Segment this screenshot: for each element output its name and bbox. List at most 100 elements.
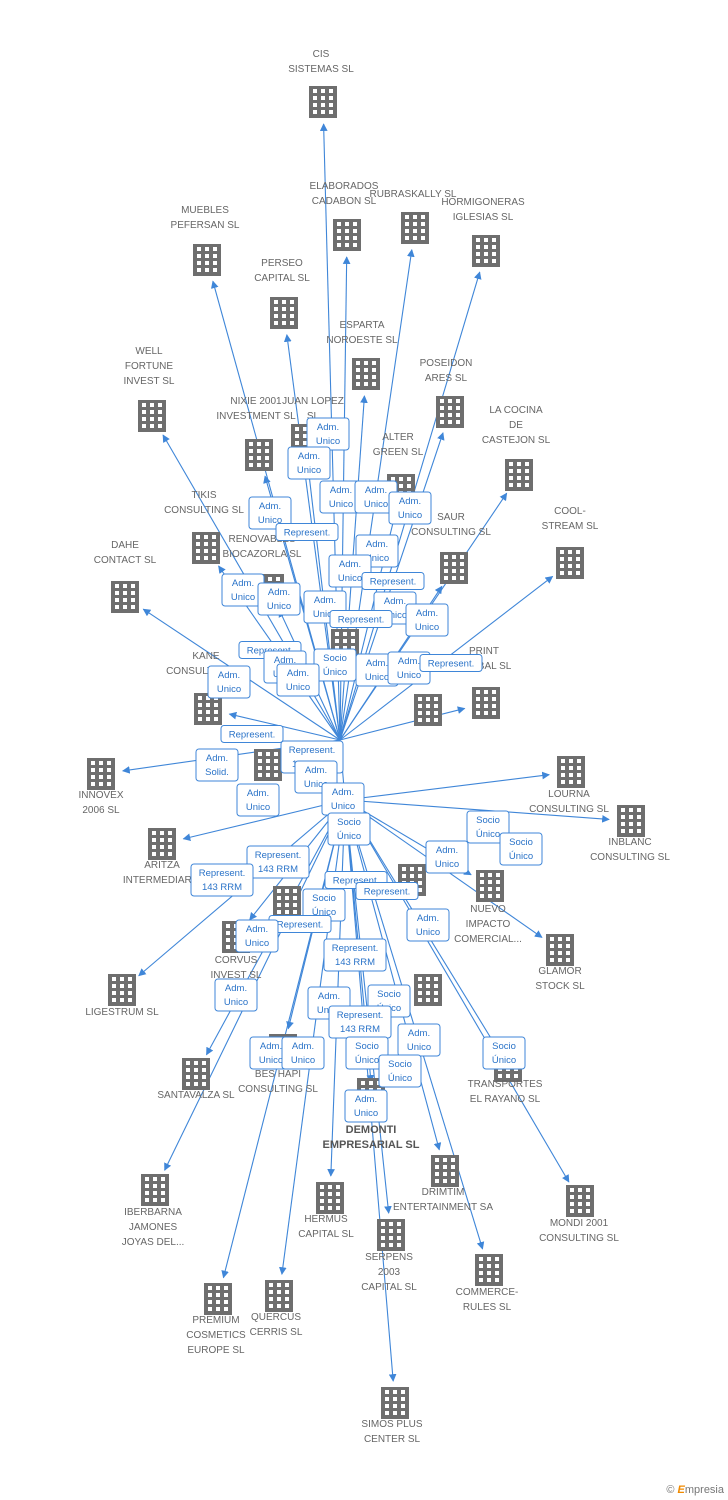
building-icon xyxy=(182,1058,210,1090)
brand-initial: E xyxy=(677,1484,685,1496)
building-icon xyxy=(431,1155,459,1187)
relation-tag-label: Represent. xyxy=(338,615,384,626)
relation-tag[interactable]: Represent.143 RRM xyxy=(323,938,387,972)
company-node[interactable]: COMMERCE-RULES SL xyxy=(456,1254,519,1313)
relation-tag[interactable]: Adm.Unico xyxy=(319,480,363,514)
building-icon xyxy=(265,1280,293,1312)
relation-tag[interactable]: Adm.Unico xyxy=(281,1036,325,1070)
relation-tag[interactable]: Represent. xyxy=(419,654,483,672)
relation-tag[interactable]: Adm.Unico xyxy=(405,603,449,637)
relation-tag[interactable]: Adm.Unico xyxy=(276,663,320,697)
relation-tag[interactable]: Represent. xyxy=(329,610,393,628)
building-icon xyxy=(436,396,464,428)
company-node[interactable]: RUBRASKALLY SL xyxy=(370,189,457,244)
relation-tag[interactable]: Represent. xyxy=(220,725,284,743)
edge-line xyxy=(339,706,466,741)
relation-tag[interactable]: Adm.Unico xyxy=(257,582,301,616)
relation-tag-label: Adm.Unico xyxy=(246,788,270,813)
relation-tag[interactable]: Adm.Unico xyxy=(388,491,432,525)
relation-tag-label: Adm.Unico xyxy=(365,658,389,683)
relation-tag[interactable]: Adm.Unico xyxy=(321,782,365,816)
relation-tag[interactable]: Adm.Unico xyxy=(248,496,292,530)
relation-tag-label: Adm.Unico xyxy=(435,845,459,870)
relation-tag[interactable]: Adm.Unico xyxy=(287,446,331,480)
relation-tag[interactable]: Represent. xyxy=(361,572,425,590)
relation-tag-label: Adm.Unico xyxy=(397,656,421,681)
relation-tag[interactable]: Adm.Solid. xyxy=(195,748,239,782)
company-node[interactable]: LIGESTRUM SL xyxy=(85,974,159,1018)
relation-tag-label: Adm.Solid. xyxy=(205,753,229,778)
relation-tag[interactable]: Represent.143 RRM xyxy=(328,1005,392,1039)
company-node[interactable]: SANTAVALZA SL xyxy=(157,1058,235,1101)
relation-tag[interactable]: Adm.Unico xyxy=(236,783,280,817)
edge-line xyxy=(344,799,442,1151)
relation-tag[interactable]: Adm.Unico xyxy=(235,919,279,953)
relation-tag[interactable]: Adm.Unico xyxy=(328,554,372,588)
relation-tag[interactable]: Adm.Unico xyxy=(214,978,258,1012)
relation-tag[interactable]: Adm.Unico xyxy=(221,573,265,607)
relation-tag[interactable]: Adm.Unico xyxy=(306,417,350,451)
relation-tag[interactable]: Represent. xyxy=(275,523,339,541)
company-node[interactable]: COOL-STREAM SL xyxy=(542,506,599,579)
building-icon xyxy=(546,934,574,966)
relation-tag[interactable]: Adm.Unico xyxy=(354,480,398,514)
relation-tag[interactable]: Represent.143 RRM xyxy=(246,845,310,879)
relation-tag[interactable]: Represent.143 RRM xyxy=(190,863,254,897)
relation-tag-label: Represent.143 RRM xyxy=(332,943,378,968)
relation-tag[interactable]: Adm.Unico xyxy=(425,840,469,874)
relation-tag[interactable]: Adm.Unico xyxy=(207,665,251,699)
building-icon xyxy=(192,532,220,564)
building-icon xyxy=(476,870,504,902)
relation-tag-label: Represent.143 RRM xyxy=(199,868,245,893)
building-icon xyxy=(381,1387,409,1419)
relation-tag[interactable]: Adm.Unico xyxy=(344,1089,388,1123)
relation-tag-label: Adm.Unico xyxy=(364,485,388,510)
relation-tag[interactable]: Adm.Unico xyxy=(406,908,450,942)
relation-tag[interactable]: Adm.Unico xyxy=(397,1023,441,1057)
relation-tag[interactable]: Represent. xyxy=(355,882,419,900)
